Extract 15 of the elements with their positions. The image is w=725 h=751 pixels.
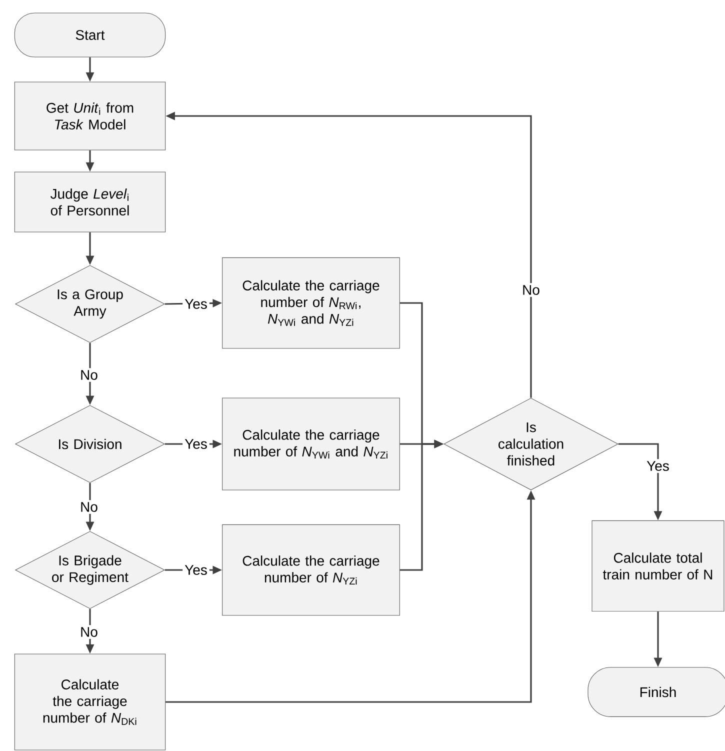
process-box: Calculate the carriage number of N$_{DKi}$ [14,654,166,750]
edge-label: No [78,368,100,382]
process-box: Calculate the carriage number of N$_{YWi}$ and N$_{YZi}$ [222,398,400,490]
edge-label: No [520,283,542,297]
edge-label: Yes [182,297,210,311]
process-box: Calculate the carriage number of N$_{YZi}$ [222,524,400,616]
process-box: Judge Level$_{i}$ of Personnel [14,172,166,232]
process-box: Get Unit$_{i}$ from Task Model [14,82,166,150]
process-box: Calculate total train number of N [592,520,724,612]
process-box: Calculate the carriage number of N$_{RWi}$, N$_{YWi}$ and N$_{YZi}$ [222,257,400,349]
edge-label: No [78,500,100,514]
edge-label: Yes [644,459,672,473]
edge-label: Yes [182,437,210,451]
edge-label: Yes [182,563,210,577]
edge-label: No [78,625,100,639]
